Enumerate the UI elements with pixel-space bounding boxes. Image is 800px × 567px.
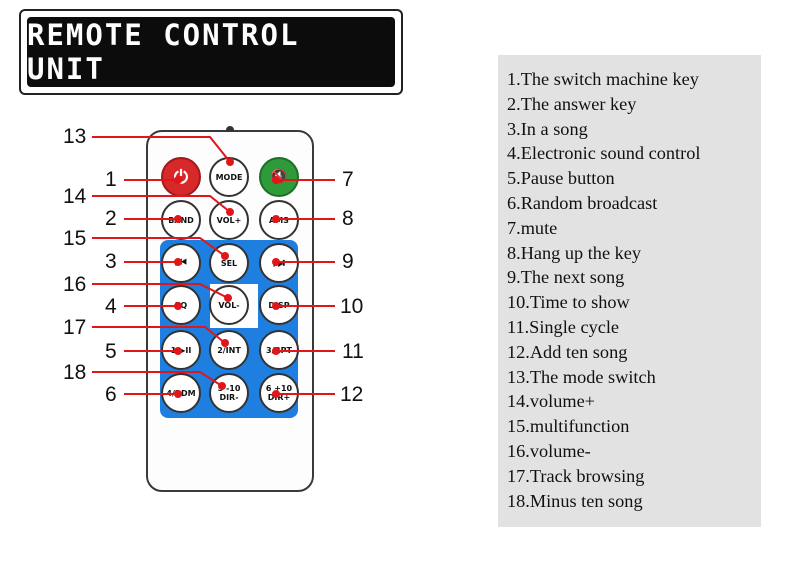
ams-button[interactable]: AMS	[259, 200, 299, 240]
band-button[interactable]: BAND	[161, 200, 201, 240]
callout-8: 8	[342, 207, 354, 230]
intro-button[interactable]: 2/INT	[209, 330, 249, 370]
legend-item: 6.Random broadcast	[507, 192, 658, 213]
sel-button[interactable]: SEL	[209, 243, 249, 283]
repeat-button[interactable]: 3/RPT	[259, 330, 299, 370]
callout-5: 5	[105, 340, 117, 363]
legend-item: 9.The next song	[507, 267, 625, 288]
legend-item: 17.Track browsing	[507, 465, 645, 486]
play-pause-button[interactable]: 1/▶II	[161, 330, 201, 370]
callout-6: 6	[105, 383, 117, 406]
sel-label: SEL	[220, 258, 238, 268]
callout-16: 16	[63, 273, 87, 296]
band-label: BAND	[168, 215, 194, 225]
random-button[interactable]: 4/RDM	[161, 373, 201, 413]
legend-item: 12.Add ten song	[507, 341, 628, 362]
legend-item: 1.The switch machine key	[507, 69, 699, 89]
callout-4: 4	[105, 295, 117, 318]
next-button[interactable]: ⏭	[259, 243, 299, 283]
callout-17: 17	[63, 316, 87, 339]
legend-item: 11.Single cycle	[507, 316, 620, 337]
ams-label: AMS	[269, 215, 289, 225]
disp-button[interactable]: DISP	[259, 285, 299, 325]
vol-minus-label: VOL-	[218, 300, 240, 310]
callout-13: 13	[63, 125, 87, 148]
eq-button[interactable]: EQ	[161, 285, 201, 325]
legend-item: 7.mute	[507, 217, 558, 238]
legend-item: 15.multifunction	[507, 416, 630, 437]
callout-2: 2	[105, 207, 117, 230]
legend-item: 13.The mode switch	[507, 366, 656, 387]
mode-button[interactable]: MODE	[209, 157, 249, 197]
legend-item: 8.Hang up the key	[507, 242, 642, 263]
mute-icon: 🔇	[270, 168, 288, 185]
plus-ten-label: 6 +10 DIR+	[265, 384, 293, 402]
next-icon: ⏭	[273, 255, 285, 271]
legend-item: 16.volume-	[507, 440, 591, 461]
callout-14: 14	[63, 185, 87, 208]
power-icon: ⏻	[173, 166, 189, 188]
legend-item: 14.volume+	[507, 391, 595, 412]
remote-control: ⏻ MODE 🔇 BAND VOL+ AMS ⏮ SEL ⏭ EQ VOL- D…	[146, 126, 314, 492]
minus-ten-label: 5 -10 DIR-	[217, 384, 241, 402]
random-label: 4/RDM	[166, 388, 196, 398]
callout-1: 1	[105, 168, 117, 191]
legend-item: 3.In a song	[507, 118, 588, 139]
callout-18: 18	[63, 361, 87, 384]
legend-item: 18.Minus ten song	[507, 490, 643, 511]
repeat-label: 3/RPT	[266, 345, 292, 355]
intro-label: 2/INT	[217, 345, 241, 355]
power-button[interactable]: ⏻	[161, 157, 201, 197]
callout-3: 3	[105, 250, 117, 273]
page-title: REMOTE CONTROL UNIT	[27, 18, 300, 86]
vol-minus-button[interactable]: VOL-	[209, 285, 249, 325]
ir-emitter	[226, 126, 234, 132]
prev-icon: ⏮	[175, 255, 187, 271]
callout-15: 15	[63, 227, 87, 250]
disp-label: DISP	[268, 300, 290, 310]
callout-11: 11	[342, 340, 364, 363]
callout-7: 7	[342, 168, 354, 191]
legend-item: 4.Electronic sound control	[507, 143, 701, 164]
button-descriptions: 1.The switch machine key 2.The answer ke…	[498, 55, 761, 527]
play-pause-label: 1/▶II	[170, 345, 192, 355]
vol-plus-label: VOL+	[216, 215, 242, 225]
callout-12: 12	[340, 383, 364, 406]
legend-item: 10.Time to show	[507, 292, 630, 313]
mode-label: MODE	[215, 172, 243, 182]
mute-button[interactable]: 🔇	[259, 157, 299, 197]
plus-ten-button[interactable]: 6 +10 DIR+	[259, 373, 299, 413]
title-banner-inner: REMOTE CONTROL UNIT	[27, 17, 395, 87]
vol-plus-button[interactable]: VOL+	[209, 200, 249, 240]
legend-item: 5.Pause button	[507, 168, 615, 189]
eq-label: EQ	[174, 300, 188, 310]
callout-10: 10	[340, 295, 364, 318]
legend-item: 2.The answer key	[507, 93, 637, 114]
callout-9: 9	[342, 250, 354, 273]
prev-button[interactable]: ⏮	[161, 243, 201, 283]
minus-ten-button[interactable]: 5 -10 DIR-	[209, 373, 249, 413]
title-banner: REMOTE CONTROL UNIT	[19, 9, 403, 95]
